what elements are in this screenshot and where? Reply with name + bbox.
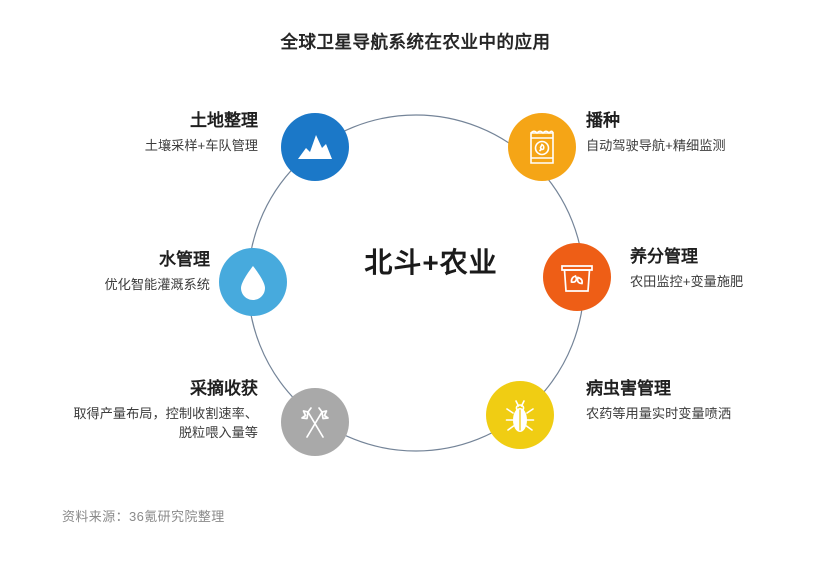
beetle-icon [503,395,537,435]
label-land-preparation: 土地整理 土壤采样+车队管理 [0,110,258,155]
label-title-nutrient: 养分管理 [630,247,698,266]
mountain-icon [295,130,335,164]
label-water-management: 水管理 优化智能灌溉系统 [0,249,211,294]
node-pest-management[interactable] [486,381,554,449]
label-harvesting: 采摘收获 取得产量布局，控制收割速率、 脱粒喂入量等 [0,378,258,443]
node-harvesting[interactable] [281,388,349,456]
label-desc-land: 土壤采样+车队管理 [144,138,258,154]
label-title-pest: 病虫害管理 [586,379,671,398]
label-desc-harvest: 取得产量布局，控制收割速率、 脱粒喂入量等 [73,406,258,441]
fertilizer-bucket-icon [557,258,597,296]
label-nutrient-management: 养分管理 农田监控+变量施肥 [630,246,831,291]
label-desc-water: 优化智能灌溉系统 [104,277,211,293]
label-desc-nutrient: 农田监控+变量施肥 [630,274,744,290]
source-note: 资料来源：36氪研究院整理 [62,509,225,524]
label-desc-pest: 农药等用量实时变量喷洒 [586,406,732,422]
label-pest-management: 病虫害管理 农药等用量实时变量喷洒 [586,378,831,423]
label-title-land: 土地整理 [190,111,258,130]
label-desc-seeding: 自动驾驶导航+精细监测 [586,138,726,154]
node-land-preparation[interactable] [281,113,349,181]
water-drop-icon [237,262,269,302]
label-seeding: 播种 自动驾驶导航+精细监测 [586,110,831,155]
center-label: 北斗+农业 [364,247,498,278]
seed-packet-icon [524,126,560,168]
node-seeding[interactable] [508,113,576,181]
page-title: 全球卫星导航系统在农业中的应用 [280,32,551,52]
label-title-harvest: 采摘收获 [190,379,258,398]
label-title-water: 水管理 [159,250,210,269]
node-nutrient-management[interactable] [543,243,611,311]
label-title-seeding: 播种 [586,111,620,130]
node-water-management[interactable] [219,248,287,316]
crossed-sickles-icon [295,402,335,442]
